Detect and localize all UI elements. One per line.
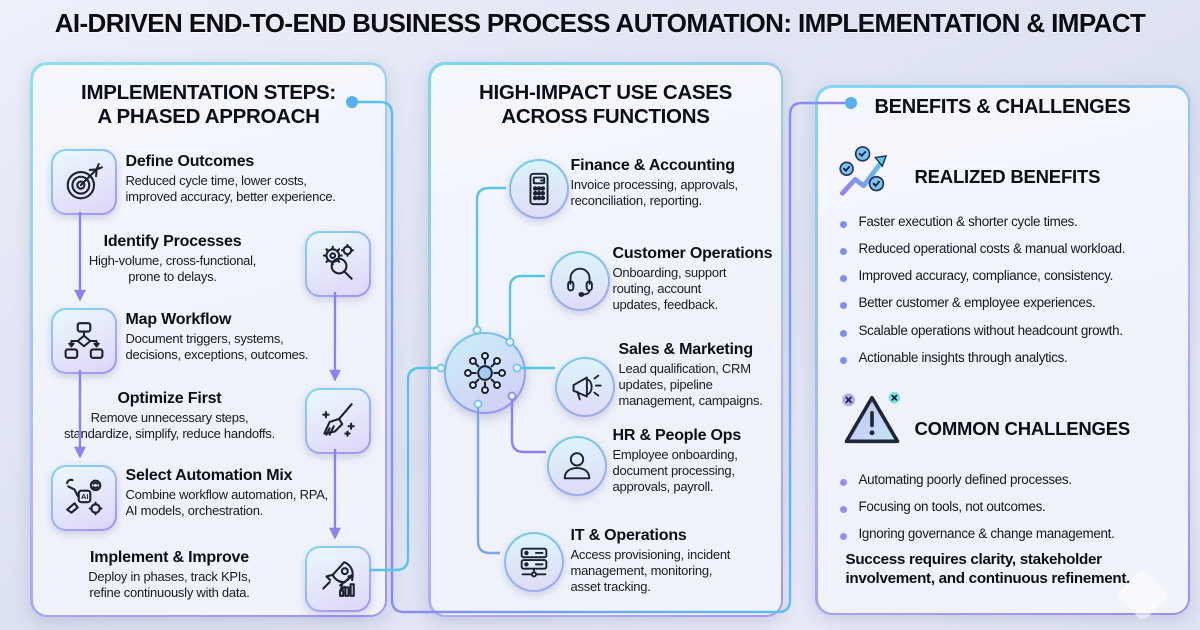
use-case-title: Sales & Marketing bbox=[618, 340, 754, 358]
use-case-description: Invoice processing, approvals, reconcili… bbox=[570, 176, 739, 208]
use-case-description: Onboarding, support routing, account upd… bbox=[612, 264, 727, 313]
benefit-item: Faster execution & shorter cycle times. bbox=[839, 214, 1178, 229]
server-icon bbox=[504, 532, 564, 592]
left-panel-title: IMPLEMENTATION STEPS: A PHASED APPROACH bbox=[81, 80, 336, 128]
middle-panel-title: HIGH-IMPACT USE CASES ACROSS FUNCTIONS bbox=[478, 80, 732, 128]
use-case-title: Customer Operations bbox=[612, 244, 773, 262]
step-description: Remove unnecessary steps, standardize, s… bbox=[64, 409, 275, 441]
bullet-dot-icon bbox=[839, 275, 847, 282]
use-cases-panel: HIGH-IMPACT USE CASES ACROSS FUNCTIONS bbox=[428, 62, 783, 617]
step-title: Identify Processes bbox=[103, 232, 242, 250]
rocket-chart-icon bbox=[305, 546, 371, 612]
benefits-list: Faster execution & shorter cycle times. … bbox=[839, 214, 1178, 379]
step-description: Combine workflow automation, RPA, AI mod… bbox=[125, 486, 329, 518]
step-description: Reduced cycle time, lower costs, improve… bbox=[125, 172, 336, 204]
step-title: Map Workflow bbox=[125, 310, 232, 328]
benefits-challenges-panel: BENEFITS & CHALLENGES bbox=[815, 85, 1190, 615]
challenges-list: Automating poorly defined processes. Foc… bbox=[839, 472, 1178, 555]
flowchart-icon bbox=[51, 308, 117, 374]
use-case-title: IT & Operations bbox=[570, 526, 687, 544]
bullet-dot-icon bbox=[839, 247, 847, 255]
use-case-description: Lead qualification, CRM updates, pipelin… bbox=[618, 360, 763, 409]
step-title: Select Automation Mix bbox=[125, 466, 293, 484]
use-case-description: Employee onboarding, document processing… bbox=[612, 446, 738, 495]
bullet-dot-icon bbox=[839, 505, 847, 513]
use-case-description: Access provisioning, incident management… bbox=[570, 546, 731, 595]
bullet-dot-icon bbox=[839, 478, 847, 486]
use-case-title: HR & People Ops bbox=[612, 426, 742, 444]
megaphone-icon bbox=[555, 357, 615, 417]
benefit-item: Scalable operations without headcount gr… bbox=[839, 323, 1178, 338]
benefit-item: Actionable insights through analytics. bbox=[839, 350, 1178, 365]
calculator-icon bbox=[509, 159, 569, 219]
challenge-item: Focusing on tools, not outcomes. bbox=[839, 499, 1178, 514]
challenge-item: Ignoring governance & change management. bbox=[839, 526, 1178, 541]
step-description: Deploy in phases, track KPIs, refine con… bbox=[88, 568, 251, 600]
bullet-dot-icon bbox=[839, 220, 847, 228]
trend-up-checks-icon bbox=[836, 144, 902, 202]
implementation-steps-panel: IMPLEMENTATION STEPS: A PHASED APPROACH … bbox=[30, 62, 387, 617]
bullet-dot-icon bbox=[839, 356, 847, 364]
use-case-title: Finance & Accounting bbox=[570, 156, 736, 174]
step-title: Define Outcomes bbox=[125, 152, 255, 170]
robot-arm-ai-icon: AI bbox=[51, 465, 117, 531]
step-description: Document triggers, systems, decisions, e… bbox=[125, 330, 309, 362]
warning-triangle-icon bbox=[838, 388, 906, 450]
bullet-dot-icon bbox=[839, 533, 847, 540]
step-title: Implement & Improve bbox=[90, 548, 249, 566]
svg-text:AI: AI bbox=[81, 492, 88, 501]
target-icon bbox=[51, 149, 117, 215]
benefit-item: Reduced operational costs & manual workl… bbox=[839, 241, 1178, 256]
bullet-dot-icon bbox=[839, 302, 847, 310]
right-panel-title: BENEFITS & CHALLENGES bbox=[874, 95, 1131, 118]
gear-magnifier-icon bbox=[305, 231, 371, 297]
network-hub-icon bbox=[444, 332, 526, 414]
headset-icon bbox=[550, 251, 610, 311]
broom-icon bbox=[305, 388, 371, 454]
step-title: Optimize First bbox=[117, 389, 222, 407]
bullet-dot-icon bbox=[839, 329, 847, 337]
challenges-summary: Success requires clarity, stakeholder in… bbox=[845, 550, 1131, 587]
person-icon bbox=[547, 436, 607, 496]
page-title: AI-DRIVEN END-TO-END BUSINESS PROCESS AU… bbox=[54, 8, 1146, 38]
benefit-item: Improved accuracy, compliance, consisten… bbox=[839, 268, 1178, 283]
challenges-heading: COMMON CHALLENGES bbox=[914, 417, 1131, 439]
step-description: High-volume, cross-functional, prone to … bbox=[88, 252, 257, 284]
benefit-item: Better customer & employee experiences. bbox=[839, 296, 1178, 310]
benefits-heading: REALIZED BENEFITS bbox=[914, 165, 1101, 187]
challenge-item: Automating poorly defined processes. bbox=[839, 472, 1178, 487]
